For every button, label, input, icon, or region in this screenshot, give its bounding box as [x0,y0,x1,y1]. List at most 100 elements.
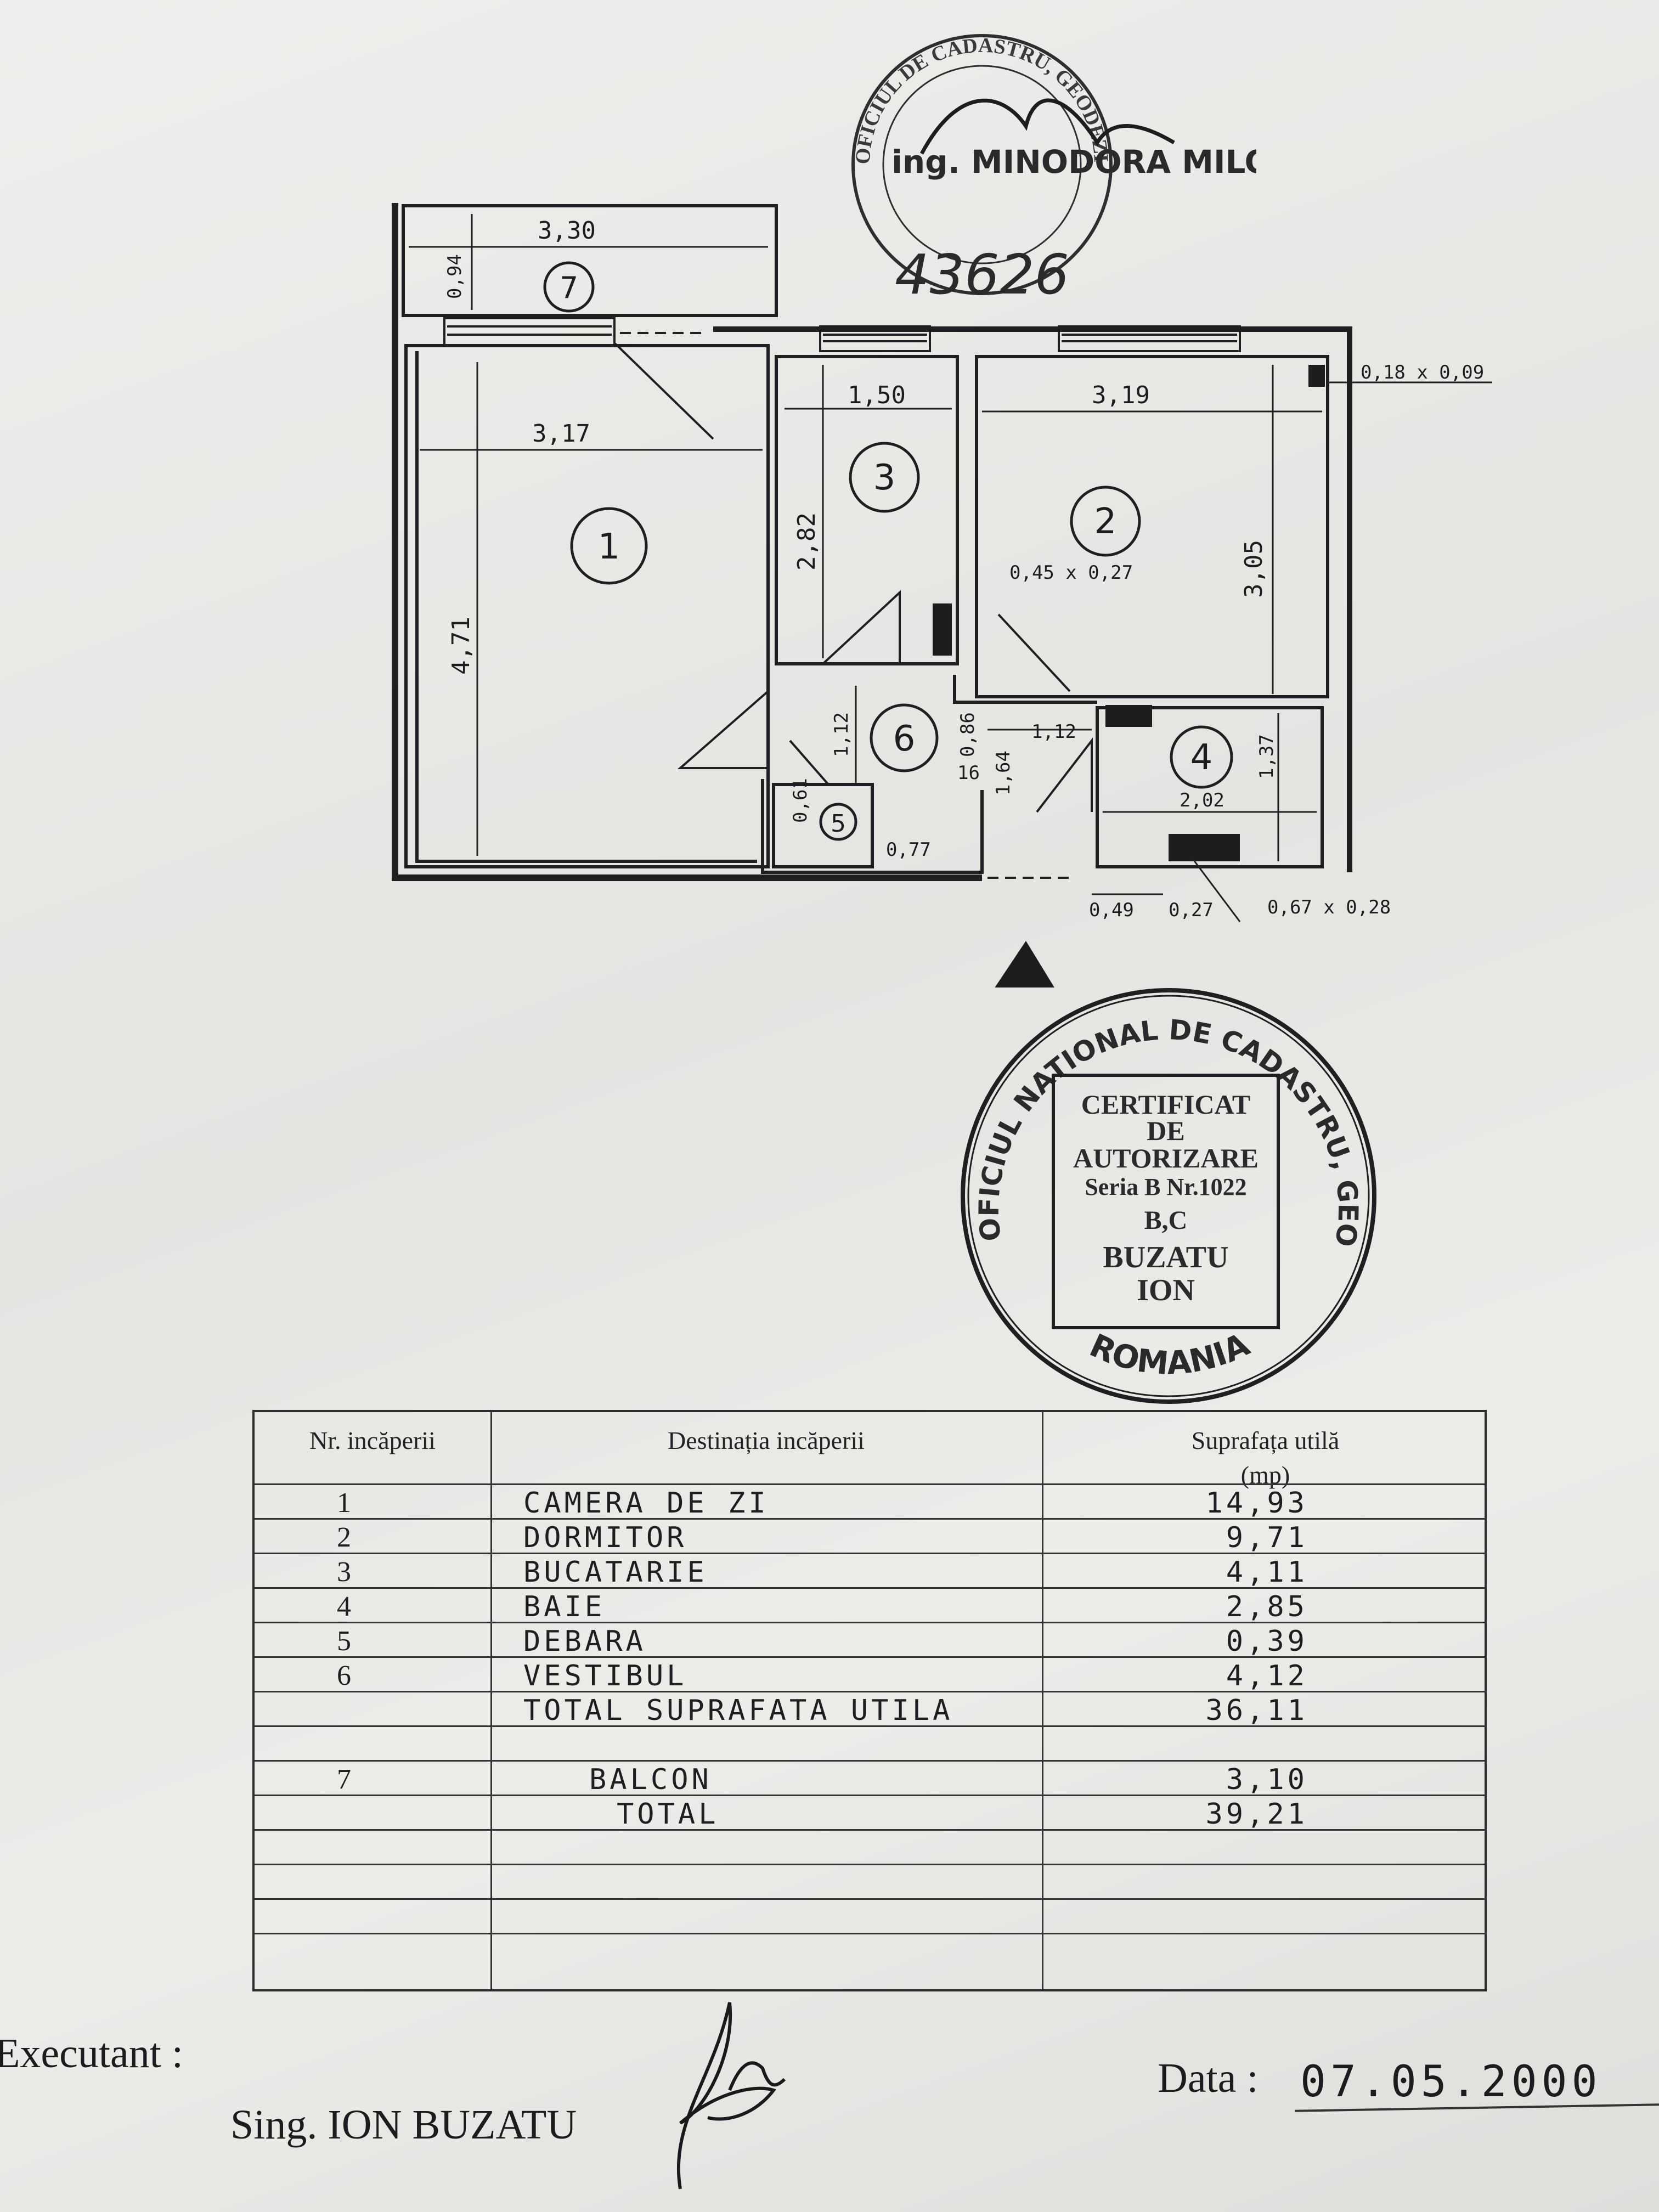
room-nr-cell: 2 [337,1522,351,1553]
room-nr-cell: 4 [337,1591,351,1622]
table-row [255,1898,1485,1934]
room-area-cell: 36,11 [1205,1694,1308,1727]
room-nr-cell [337,1831,403,1865]
table-row: TOTAL SUPRAFATA UTILA 36,11 [255,1691,1485,1727]
room-area-cell: 14,93 [1205,1487,1308,1520]
column-divider [1042,1412,1043,1989]
room-area-cell: 4,11 [1226,1556,1308,1589]
table-row [255,1864,1485,1900]
room-nr-cell [337,1900,403,1934]
window-room1 [443,317,616,347]
room-destination-cell: VESTIBUL [523,1660,687,1692]
signer-name: Sing. ION BUZATU [230,2102,577,2148]
header-area: Suprafața utilă [1191,1426,1340,1454]
room-destination-cell: TOTAL [617,1798,719,1831]
table-row [255,1725,1485,1762]
dim-duct-bath: 0,67 x 0,28 [1267,896,1391,918]
stamp-top-name: ing. MINODORA MILOȘ [891,143,1256,180]
room-destination-cell: DORMITOR [523,1521,687,1554]
dim-room3-length: 2,82 [793,512,821,571]
date-value: 07.05.2000 [1300,2057,1602,2107]
column-divider [490,1412,492,1989]
room-nr-cell [337,1865,403,1900]
stamp-line7: ION [1137,1273,1195,1307]
dim-duct-a: 0,49 [1089,899,1134,921]
north-arrow-icon [995,941,1054,988]
room-nr-cell: 5 [337,1626,351,1657]
stamp-line6: BUZATU [1103,1240,1228,1274]
dim-room2-width: 3,19 [1092,381,1150,409]
dim-duct-b: 0,27 [1169,899,1214,921]
room-area-cell [1121,1831,1472,1865]
dim-room2-length: 3,05 [1240,540,1268,598]
dim-vent-kitchen: 0,45 x 0,27 [1009,562,1133,584]
room-destination-cell: CAMERA DE ZI [523,1487,769,1520]
dim-hall-c: 1,64 [992,751,1014,795]
table-row: 6 VESTIBUL 4,12 [255,1656,1485,1692]
dim-closet-a: 0,61 [789,778,811,823]
dim-hall-a: 1,12 [831,712,853,757]
window-room3 [819,325,931,352]
dim-hall-d: 16 [957,762,980,784]
room5-outline [772,783,874,868]
room-nr-cell [337,1934,403,1969]
room3-outline [775,355,959,665]
room2-outline [975,355,1329,698]
header-nr: Nr. incăperii [309,1426,436,1454]
room-area-cell [1121,1900,1472,1934]
date-label: Data : [1158,2055,1259,2101]
floor-plan: 3,30 0,94 3,17 4,71 1,50 2,82 3,19 3,05 … [392,203,1492,988]
dim-room1-width: 3,17 [532,420,590,448]
stamp-cadastru-top: OFICIUL DE CADASTRU, GEODEZIE SI CARTOGR… [839,16,1256,307]
room-area-cell [1121,1934,1472,1969]
stamp-authorization: OFICIUL NATIONAL DE CADASTRU, GEODEZIE S… [955,982,1376,1404]
room-destination-cell: TOTAL SUPRAFATA UTILA [523,1694,953,1727]
stamp-main-ring-bottom: ROMANIA [1084,1325,1255,1382]
room-number-2: 2 [1094,501,1117,542]
table-row: 1 CAMERA DE ZI 14,93 [255,1483,1485,1520]
room-nr-cell: 6 [337,1660,351,1691]
table-row: 3 BUCATARIE 4,11 [255,1553,1485,1589]
room-area-cell: 3,10 [1226,1763,1308,1796]
room-area-cell: 2,85 [1226,1590,1308,1623]
stamp-line4: Seria B Nr.1022 [1085,1173,1246,1200]
room-area-cell [1121,1865,1472,1900]
header-destination: Destinația incăperii [668,1426,865,1454]
room-area-cell: 4,12 [1226,1660,1308,1692]
room-nr-cell: 1 [337,1487,351,1519]
dim-bath-width: 2,02 [1180,789,1224,811]
dim-hall-width: 1,12 [1031,721,1076,743]
stamp-line5: B,C [1144,1206,1188,1235]
outer-wall-top-right [713,326,1352,872]
dim-closet-b: 0,77 [886,839,931,861]
dim-room3-width: 1,50 [848,381,906,409]
dim-room1-length: 4,71 [447,617,475,675]
outer-wall-left [392,203,982,881]
room-nr-cell [337,1727,403,1762]
room-destination-cell: BALCON [589,1763,712,1796]
dim-bath-length: 1,37 [1256,734,1278,779]
room-destination-cell: DEBARA [523,1625,646,1658]
room-nr-cell [337,1796,403,1831]
dim-balcony-depth: 0,94 [444,254,466,299]
balcony-outline [402,204,778,317]
dim-balcony-width: 3,30 [538,217,596,245]
inner-wall-room1 [415,351,757,863]
table-row [255,1829,1485,1865]
room4-outline [1096,706,1324,868]
window-room2 [1058,325,1241,352]
stamp-line3: AUTORIZARE [1073,1143,1259,1173]
stamp-line1: CERTIFICAT [1081,1089,1250,1120]
dim-hall-b: 0,86 [957,712,979,757]
room-nr-cell: 7 [337,1764,351,1795]
room-number-6: 6 [893,719,916,759]
stamp-top-number: 43626 [895,242,1069,307]
executant-signature [676,2002,786,2190]
table-row [255,1933,1485,1969]
room-destination-cell: BUCATARIE [523,1556,708,1589]
room-nr-cell: 3 [337,1556,351,1588]
room-area-cell [1121,1727,1472,1762]
